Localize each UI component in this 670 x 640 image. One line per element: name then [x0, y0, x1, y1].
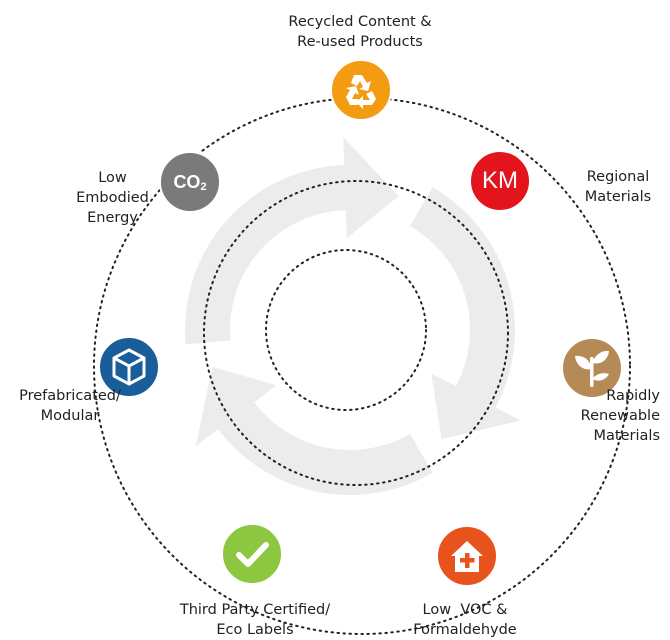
- co2-text: CO: [173, 171, 201, 192]
- renewable-label-line-2: Renewable: [580, 408, 660, 424]
- embodied-label-line-2: Embodied: [76, 190, 149, 206]
- checkmark-icon: [236, 542, 269, 567]
- embodied-label: Low Embodied Energy: [60, 168, 165, 228]
- voc-label: Low VOC & Formaldehyde: [400, 600, 530, 640]
- plant-icon: [575, 350, 609, 387]
- renewable-label-line-3: Materials: [593, 428, 660, 444]
- certified-node: [221, 523, 283, 585]
- regional-node: KM: [469, 150, 531, 212]
- cube-icon: [112, 348, 146, 386]
- cycle-arrow-top: [185, 137, 399, 345]
- regional-label: Regional Materials: [573, 167, 663, 207]
- recycled-node: [330, 59, 392, 121]
- inner-dotted-ring: [265, 249, 427, 411]
- house-plus-icon: [451, 541, 483, 572]
- voc-node: [436, 525, 498, 587]
- voc-label-line-1: Low VOC &: [422, 602, 508, 618]
- recycle-icon: [346, 75, 376, 109]
- renewable-label-line-1: Rapidly: [606, 388, 660, 404]
- modular-label-line-1: Prefabricated/: [19, 388, 121, 404]
- cycle-arrows: [185, 137, 521, 495]
- modular-label-line-2: Modular: [40, 408, 100, 424]
- middle-dotted-ring: [203, 180, 509, 486]
- regional-label-line-1: Regional: [586, 169, 650, 185]
- cycle-arrow-right: [410, 187, 521, 440]
- certified-label-line-1: Third Party Certified/: [179, 602, 331, 618]
- co2-subscript: 2: [200, 181, 207, 193]
- certified-label-line-2: Eco Labels: [216, 622, 294, 638]
- recycled-label-line-1: Recycled Content &: [288, 14, 432, 30]
- voc-label-line-2: Formaldehyde: [413, 622, 517, 638]
- recycled-label: Recycled Content & Re-used Products: [265, 12, 455, 52]
- km-badge: KM: [482, 167, 518, 194]
- renewable-node: [561, 337, 623, 399]
- modular-label: Prefabricated/ Modular: [5, 386, 135, 426]
- renewable-label: Rapidly Renewable Materials: [565, 386, 660, 446]
- embodied-label-line-3: Energy: [87, 210, 138, 226]
- certified-label: Third Party Certified/ Eco Labels: [160, 600, 350, 640]
- recycled-label-line-2: Re-used Products: [297, 34, 423, 50]
- modular-node: [98, 336, 160, 398]
- embodied-label-line-1: Low: [98, 170, 127, 186]
- regional-label-line-2: Materials: [584, 189, 652, 205]
- cycle-arrow-bottom: [195, 366, 433, 495]
